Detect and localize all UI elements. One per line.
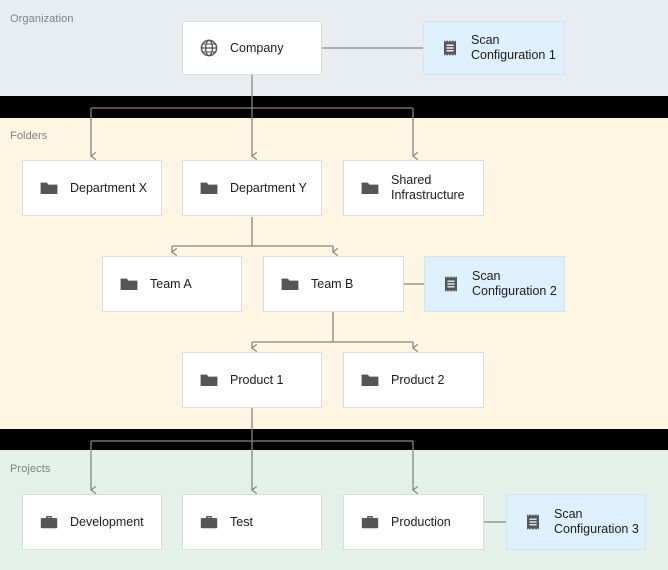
node-scan-configuration-3[interactable]: Scan Configuration 3 bbox=[506, 494, 646, 550]
briefcase-icon bbox=[200, 516, 218, 529]
node-shared-infrastructure[interactable]: Shared Infrastructure bbox=[343, 160, 484, 216]
node-label: Scan Configuration 1 bbox=[471, 33, 556, 62]
node-department-y[interactable]: Department Y bbox=[182, 160, 322, 216]
node-product-2[interactable]: Product 2 bbox=[343, 352, 484, 408]
node-label: Shared Infrastructure bbox=[391, 173, 465, 202]
folder-icon bbox=[281, 278, 299, 290]
node-label: Team A bbox=[150, 276, 192, 291]
node-development[interactable]: Development bbox=[22, 494, 162, 550]
briefcase-icon bbox=[361, 516, 379, 529]
scan-config-icon bbox=[444, 40, 456, 56]
globe-icon bbox=[200, 39, 218, 57]
node-label: Department Y bbox=[230, 180, 307, 195]
band-organization bbox=[0, 0, 668, 96]
node-test[interactable]: Test bbox=[182, 494, 322, 550]
node-department-x[interactable]: Department X bbox=[22, 160, 162, 216]
node-company[interactable]: Company bbox=[182, 21, 322, 75]
node-label: Test bbox=[230, 514, 253, 529]
folder-icon bbox=[120, 278, 138, 290]
node-label: Production bbox=[391, 514, 451, 529]
node-production[interactable]: Production bbox=[343, 494, 484, 550]
folder-icon bbox=[200, 182, 218, 194]
folder-icon bbox=[40, 182, 58, 194]
band-label-projects: Projects bbox=[10, 463, 51, 475]
briefcase-icon bbox=[40, 516, 58, 529]
node-label: Development bbox=[70, 514, 144, 529]
node-label: Scan Configuration 3 bbox=[554, 507, 639, 536]
node-label: Department X bbox=[70, 180, 148, 195]
scan-config-icon bbox=[527, 514, 539, 530]
scan-config-icon bbox=[445, 276, 457, 292]
band-label-folders: Folders bbox=[10, 130, 48, 142]
node-label: Scan Configuration 2 bbox=[472, 269, 557, 298]
node-label: Company bbox=[230, 40, 284, 55]
node-label: Product 2 bbox=[391, 372, 445, 387]
node-team-a[interactable]: Team A bbox=[102, 256, 242, 312]
node-label: Product 1 bbox=[230, 372, 284, 387]
folder-icon bbox=[200, 374, 218, 386]
folder-icon bbox=[361, 374, 379, 386]
node-team-b[interactable]: Team B bbox=[263, 256, 404, 312]
node-product-1[interactable]: Product 1 bbox=[182, 352, 322, 408]
band-label-organization: Organization bbox=[10, 13, 74, 25]
folder-icon bbox=[361, 182, 379, 194]
node-scan-configuration-2[interactable]: Scan Configuration 2 bbox=[424, 256, 565, 312]
node-label: Team B bbox=[311, 276, 354, 291]
node-scan-configuration-1[interactable]: Scan Configuration 1 bbox=[423, 21, 565, 75]
